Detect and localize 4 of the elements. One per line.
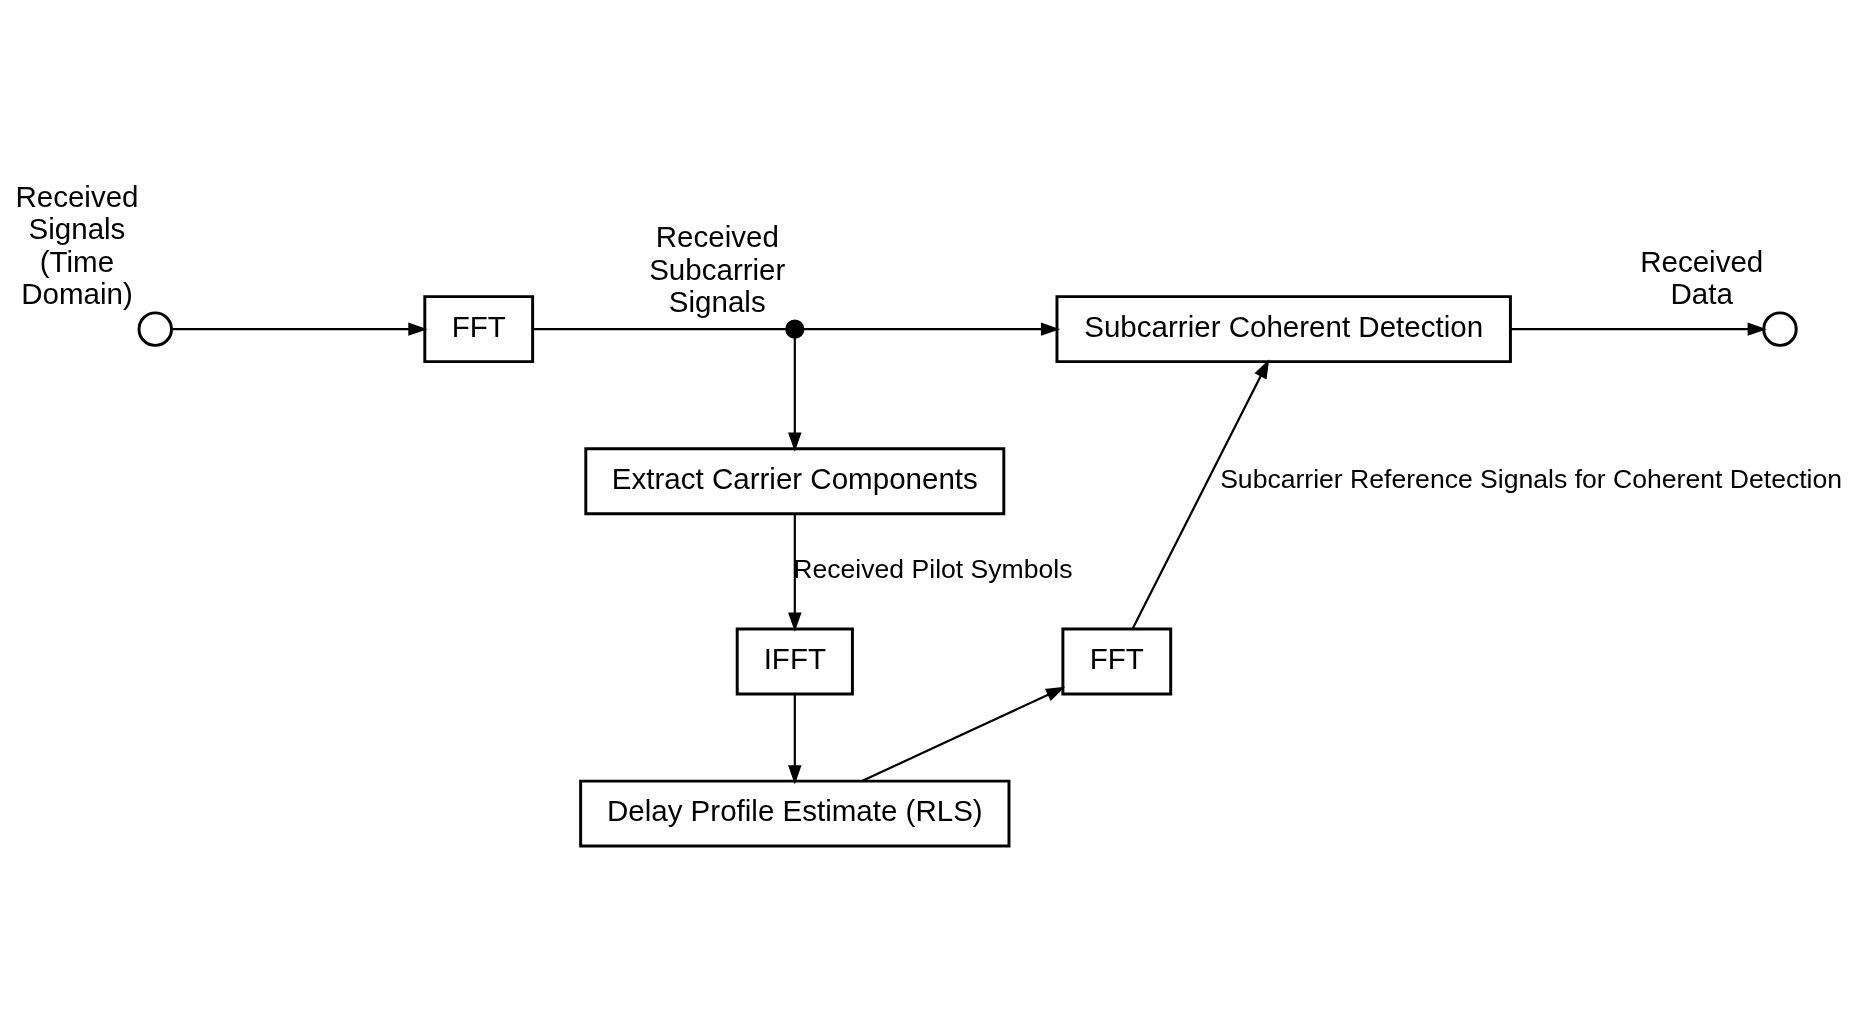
node-label: Received Data	[1640, 244, 1764, 310]
node-label: Received Subcarrier Signals	[649, 219, 786, 318]
node-label: Received Signals (Time Domain)	[15, 179, 139, 310]
edge-label: Subcarrier Reference Signals for Coherent Detection	[1220, 463, 1843, 494]
